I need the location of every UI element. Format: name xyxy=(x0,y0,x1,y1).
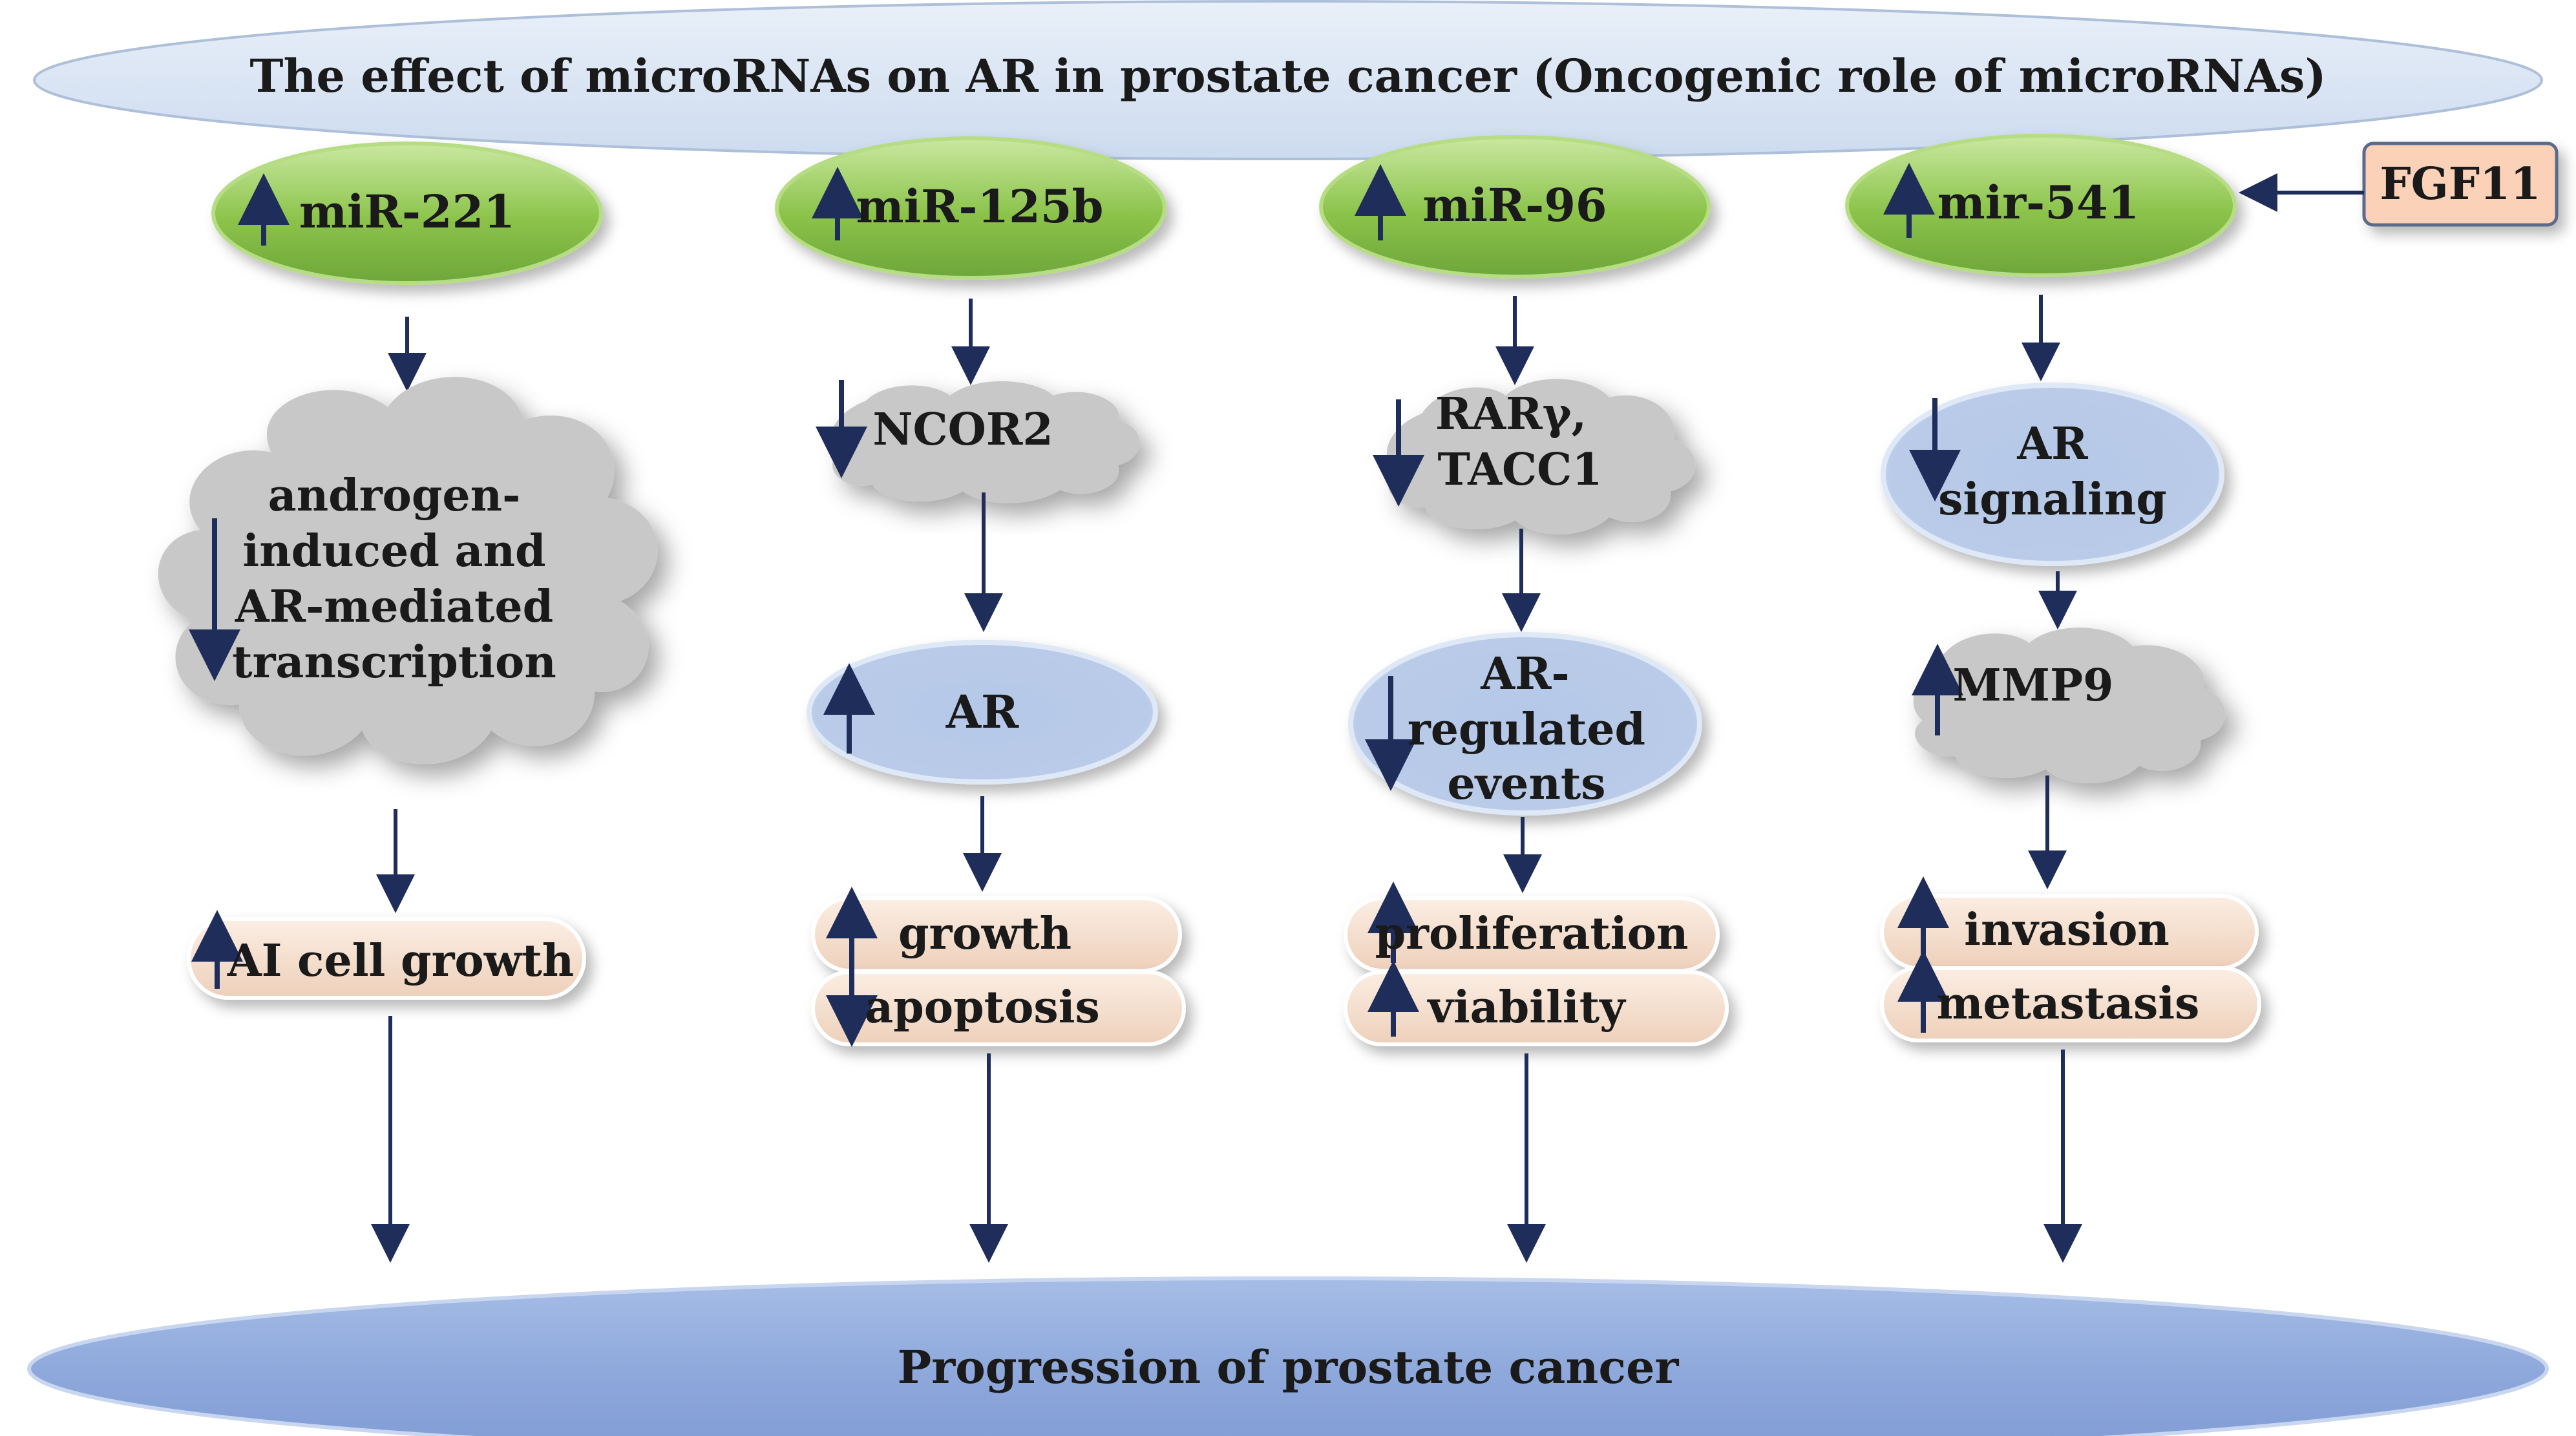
effector-label: events xyxy=(1447,758,1605,810)
column-mir-541: mir-541 AR signaling MMP9 invasion metas… xyxy=(1845,134,2261,1263)
target-label: AR-mediated xyxy=(235,581,553,633)
effector-label: AR- xyxy=(1480,648,1570,700)
mirna-label: miR-96 xyxy=(1422,178,1607,232)
outcome-pill xyxy=(811,970,1186,1046)
fgf11-label: FGF11 xyxy=(2380,158,2540,210)
effector-label: MMP9 xyxy=(1953,660,2114,712)
target-label: NCOR2 xyxy=(872,404,1053,456)
outcome-label: metastasis xyxy=(1937,978,2200,1029)
target-label: signaling xyxy=(1938,474,2167,525)
outcome-pill xyxy=(187,917,586,1000)
column-mir-125b: miR-125b NCOR2 AR growth apoptosis xyxy=(775,136,1186,1263)
target-cloud xyxy=(158,377,658,765)
target-label: AR xyxy=(2016,418,2088,470)
header-banner xyxy=(33,0,2543,160)
mirna-node xyxy=(211,142,603,285)
outcome-label: AI cell growth xyxy=(227,935,574,987)
target-node xyxy=(1881,383,2224,566)
mirna-label: mir-541 xyxy=(1937,176,2140,229)
outcome-label: invasion xyxy=(1964,904,2170,956)
outcome-label: apoptosis xyxy=(865,982,1100,1033)
column-mir-96: miR-96 RARγ, TACC1 AR- regulated events … xyxy=(1319,135,1729,1263)
effector-cloud xyxy=(1913,628,2226,783)
footer-banner xyxy=(27,1276,2549,1436)
mirna-label: miR-125b xyxy=(856,180,1104,233)
effector-label: AR xyxy=(945,685,1019,739)
mirna-node xyxy=(775,136,1167,280)
target-label: androgen- xyxy=(268,470,521,522)
bottom-label: Progression of prostate cancer xyxy=(898,1340,1680,1394)
effector-label: regulated xyxy=(1408,704,1645,755)
outcome-label: growth xyxy=(898,908,1072,960)
target-label: transcription xyxy=(232,637,556,688)
diagram-title: The effect of microRNAs on AR in prostat… xyxy=(249,49,2326,103)
outcome-pill xyxy=(1880,966,2261,1042)
target-cloud xyxy=(1386,379,1696,534)
target-label: TACC1 xyxy=(1437,444,1602,496)
outcome-label: proliferation xyxy=(1375,908,1689,960)
mirna-node xyxy=(1845,134,2237,277)
outcome-pill xyxy=(1344,970,1729,1046)
fgf11-box xyxy=(2362,142,2559,227)
effector-node xyxy=(1348,632,1702,816)
target-cloud xyxy=(830,381,1140,503)
target-label: induced and xyxy=(242,525,545,577)
column-mir-221: miR-221 androgen- induced and AR-mediate… xyxy=(158,142,658,1263)
target-label: RARγ, xyxy=(1435,388,1587,440)
mirna-label: miR-221 xyxy=(299,185,515,238)
effector-node xyxy=(807,640,1158,785)
mirna-node xyxy=(1319,135,1711,279)
outcome-label: viability xyxy=(1426,982,1627,1033)
